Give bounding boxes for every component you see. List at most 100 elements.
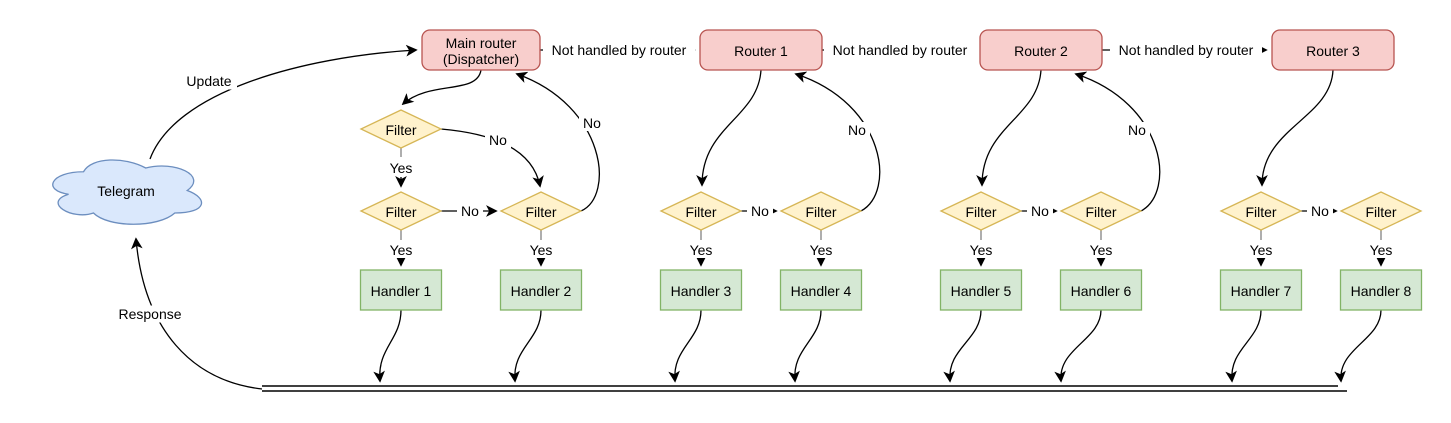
no-text: No bbox=[1031, 203, 1049, 219]
label-not-handled-3: Not handled by router bbox=[1110, 41, 1262, 59]
router-1-node: Router 1 bbox=[699, 29, 823, 71]
handler-4-node: Handler 4 bbox=[779, 269, 863, 311]
no-text: No bbox=[489, 132, 507, 148]
edge-dispatcher-to-filter1 bbox=[401, 69, 482, 106]
handler-5-node: Handler 5 bbox=[939, 269, 1023, 311]
yes-text: Yes bbox=[390, 160, 413, 176]
label-bg bbox=[844, 122, 870, 138]
label-not-handled-1: Not handled by router bbox=[543, 41, 695, 59]
handler-8-label: Handler 8 bbox=[1351, 283, 1412, 299]
handler-3-label: Handler 3 bbox=[671, 283, 732, 299]
filter-label: Filter bbox=[1245, 204, 1276, 220]
filter-router1-left-shape bbox=[659, 191, 743, 231]
handler-1-box bbox=[359, 269, 443, 311]
router-2-node: Router 2 bbox=[979, 29, 1103, 71]
filter-label: Filter bbox=[805, 204, 836, 220]
filter-router1-right-shape bbox=[779, 191, 863, 231]
label-yes-1: Yes bbox=[386, 242, 416, 258]
telegram-cloud-node: Telegram bbox=[52, 159, 203, 225]
no-text: No bbox=[1128, 122, 1146, 138]
edge-handler3-drop bbox=[668, 309, 702, 383]
filter-main-right-node: Filter bbox=[499, 191, 583, 231]
handler-6-label: Handler 6 bbox=[1071, 283, 1132, 299]
label-bg bbox=[1307, 203, 1333, 219]
label-yes-8: Yes bbox=[1366, 242, 1396, 258]
handler-3-box bbox=[659, 269, 743, 311]
label-bg bbox=[543, 41, 695, 59]
yes-text: Yes bbox=[690, 242, 713, 258]
edge-router3-to-filter bbox=[1256, 69, 1334, 187]
handler-8-box bbox=[1339, 269, 1423, 311]
edge-router2-to-filter bbox=[976, 69, 1042, 187]
router-2-label: Router 2 bbox=[1014, 43, 1068, 59]
yes-text: Yes bbox=[390, 242, 413, 258]
cloud-shape bbox=[52, 159, 203, 225]
handler-2-box bbox=[499, 269, 583, 311]
filter-label: Filter bbox=[1365, 204, 1396, 220]
main-router-label-line1: Main router bbox=[446, 35, 517, 51]
filter-main-top-shape bbox=[359, 109, 443, 149]
no-text: No bbox=[461, 203, 479, 219]
filter-router3-left-shape bbox=[1219, 191, 1303, 231]
label-no-router2-mid: No bbox=[1027, 203, 1053, 219]
label-no-router3-mid: No bbox=[1307, 203, 1333, 219]
edge-handler1-drop bbox=[373, 309, 402, 383]
handler-1-node: Handler 1 bbox=[359, 269, 443, 311]
filter-label: Filter bbox=[1085, 204, 1116, 220]
filter-label: Filter bbox=[965, 204, 996, 220]
no-text: No bbox=[583, 115, 601, 131]
cloud-label: Telegram bbox=[97, 183, 155, 199]
handler-6-node: Handler 6 bbox=[1059, 269, 1143, 311]
edge-handler5-drop bbox=[943, 309, 982, 383]
edge-handler6-drop bbox=[1054, 309, 1102, 383]
handler-7-box bbox=[1219, 269, 1303, 311]
no-text: No bbox=[751, 203, 769, 219]
edge-handler4-drop bbox=[788, 309, 822, 383]
filter-router2-left-node: Filter bbox=[939, 191, 1023, 231]
filter-router1-left-node: Filter bbox=[659, 191, 743, 231]
filter-main-top-node: Filter bbox=[359, 109, 443, 149]
main-router-label-line2: (Dispatcher) bbox=[443, 51, 519, 67]
edge-handler2-drop bbox=[508, 309, 542, 383]
handler-8-node: Handler 8 bbox=[1339, 269, 1423, 311]
label-bg bbox=[526, 242, 556, 258]
edge-router2-no-return bbox=[1074, 71, 1161, 212]
router-3-box bbox=[1271, 29, 1395, 71]
router-1-box bbox=[699, 29, 823, 71]
filter-router2-right-shape bbox=[1059, 191, 1143, 231]
no-text: No bbox=[848, 122, 866, 138]
handler-7-label: Handler 7 bbox=[1231, 283, 1292, 299]
label-no-filter1: No bbox=[485, 132, 511, 148]
filter-router3-right-shape bbox=[1339, 191, 1423, 231]
label-no-router1-return: No bbox=[844, 122, 870, 138]
edge-update bbox=[149, 44, 418, 160]
yes-text: Yes bbox=[810, 242, 833, 258]
router-1-label: Router 1 bbox=[734, 43, 788, 59]
handler-7-node: Handler 7 bbox=[1219, 269, 1303, 311]
label-response: Response bbox=[114, 305, 186, 323]
no-text: No bbox=[1311, 203, 1329, 219]
label-no-main-mid: No bbox=[457, 203, 483, 219]
handler-2-node: Handler 2 bbox=[499, 269, 583, 311]
label-yes-6: Yes bbox=[1086, 242, 1116, 258]
label-bg bbox=[386, 242, 416, 258]
handler-5-box bbox=[939, 269, 1023, 311]
filter-label: Filter bbox=[385, 122, 416, 138]
yes-text: Yes bbox=[1090, 242, 1113, 258]
label-bg bbox=[747, 203, 773, 219]
label-bg bbox=[114, 305, 186, 323]
edge-handler8-drop bbox=[1334, 309, 1382, 383]
label-bg bbox=[806, 242, 836, 258]
filter-router2-left-shape bbox=[939, 191, 1023, 231]
router-3-node: Router 3 bbox=[1271, 29, 1395, 71]
filter-router2-right-node: Filter bbox=[1059, 191, 1143, 231]
handler-4-label: Handler 4 bbox=[791, 283, 852, 299]
handler-3-node: Handler 3 bbox=[659, 269, 743, 311]
label-no-router1-mid: No bbox=[747, 203, 773, 219]
label-bg bbox=[1366, 242, 1396, 258]
filter-label: Filter bbox=[525, 204, 556, 220]
filter-router1-right-node: Filter bbox=[779, 191, 863, 231]
filter-main-left-shape bbox=[359, 191, 443, 231]
